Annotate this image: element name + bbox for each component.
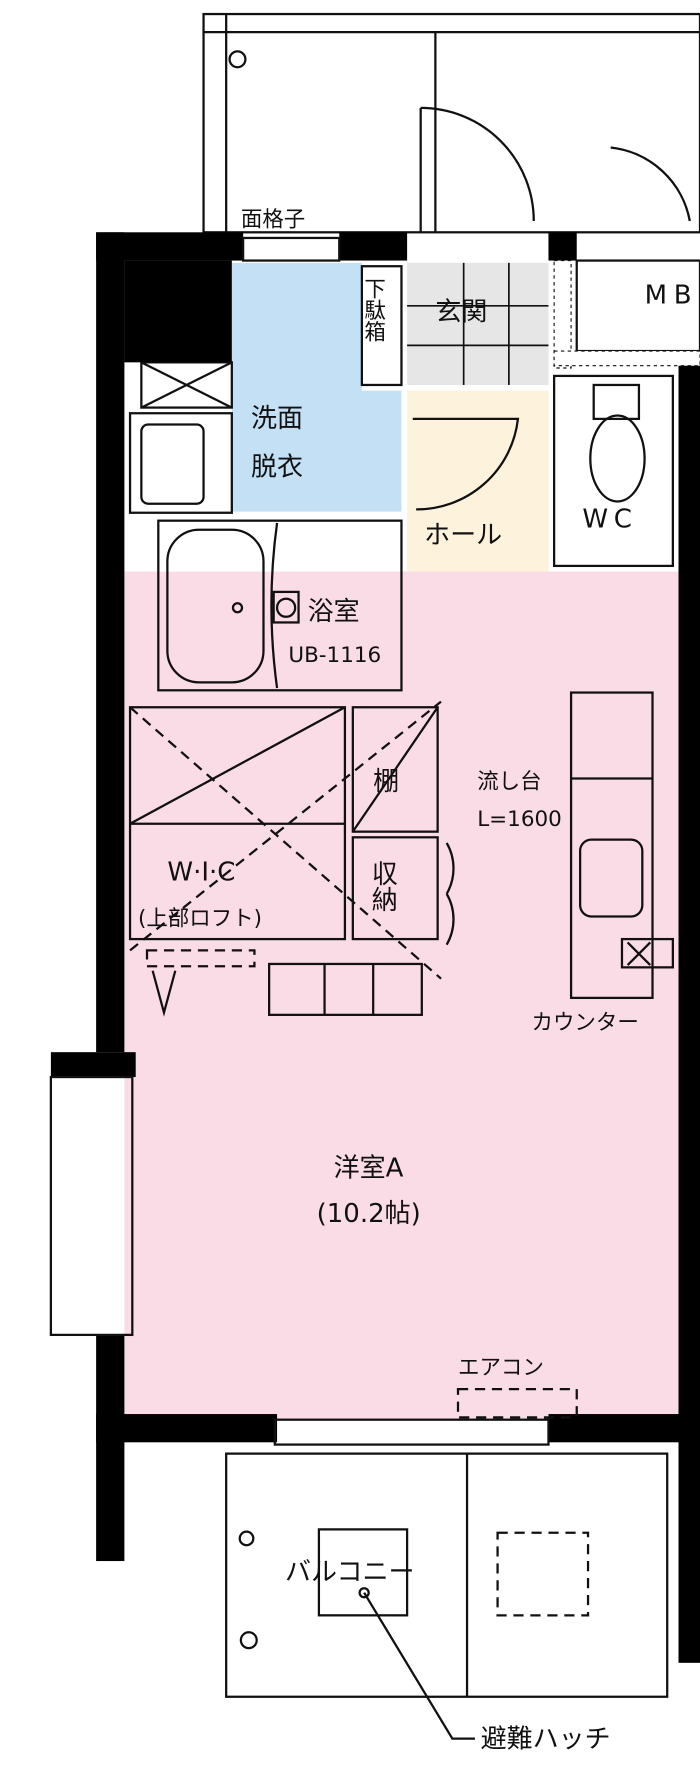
corridor-frame bbox=[202, 12, 700, 234]
storage-fill bbox=[351, 836, 439, 941]
label-wic: W·I·C bbox=[167, 857, 235, 887]
drain-icon bbox=[239, 1631, 258, 1650]
label-entrance: 玄関 bbox=[435, 298, 487, 328]
label-sink: 流し台 bbox=[477, 770, 541, 795]
label-bathroom: 浴室 bbox=[308, 597, 360, 627]
toilet-icon bbox=[589, 414, 646, 503]
escape-hatch-icon bbox=[317, 1528, 409, 1617]
walls bbox=[50, 232, 700, 1663]
label-counter: カウンター bbox=[532, 1011, 639, 1036]
shelf-fill bbox=[351, 706, 439, 833]
loft-ladder bbox=[268, 962, 423, 1016]
main-room-fill bbox=[124, 571, 679, 1420]
label-escape-hatch: 避難ハッチ bbox=[481, 1725, 611, 1755]
sink-icon bbox=[578, 838, 644, 918]
label-room-size: (10.2帖) bbox=[317, 1199, 421, 1229]
washroom-fill bbox=[231, 262, 402, 512]
label-hall: ホール bbox=[424, 520, 502, 550]
label-wic-note: (上部ロフト) bbox=[138, 907, 262, 932]
label-shelf: 棚 bbox=[373, 767, 399, 797]
bathroom-fill bbox=[157, 519, 403, 692]
shoe-box bbox=[360, 265, 403, 387]
label-bath-unit: UB-1116 bbox=[288, 643, 381, 668]
hall-fill bbox=[407, 390, 549, 572]
balcony bbox=[225, 1452, 669, 1698]
label-washroom-1: 洗面 bbox=[251, 404, 303, 434]
entrance-fill bbox=[407, 262, 549, 385]
label-sink-length: L=1600 bbox=[477, 807, 562, 832]
kitchen-counter bbox=[569, 691, 654, 1000]
wc-fill bbox=[552, 374, 674, 568]
label-washroom-2: 脱衣 bbox=[251, 452, 303, 482]
label-storage: 収納 bbox=[367, 860, 397, 912]
drain-icon bbox=[228, 50, 247, 69]
bathtub bbox=[166, 528, 265, 684]
label-aircon: エアコン bbox=[458, 1355, 544, 1380]
aircon-outline bbox=[456, 1388, 578, 1419]
window-bay bbox=[49, 1075, 134, 1337]
washbasin bbox=[128, 412, 233, 514]
label-window-grille: 面格子 bbox=[241, 208, 305, 233]
label-wc: WC bbox=[582, 504, 637, 534]
label-shoe-box: 下駄箱 bbox=[361, 278, 386, 343]
label-mb: MB bbox=[645, 281, 699, 311]
label-room-name: 洋室A bbox=[334, 1154, 404, 1184]
label-balcony: バルコニー bbox=[285, 1557, 414, 1587]
